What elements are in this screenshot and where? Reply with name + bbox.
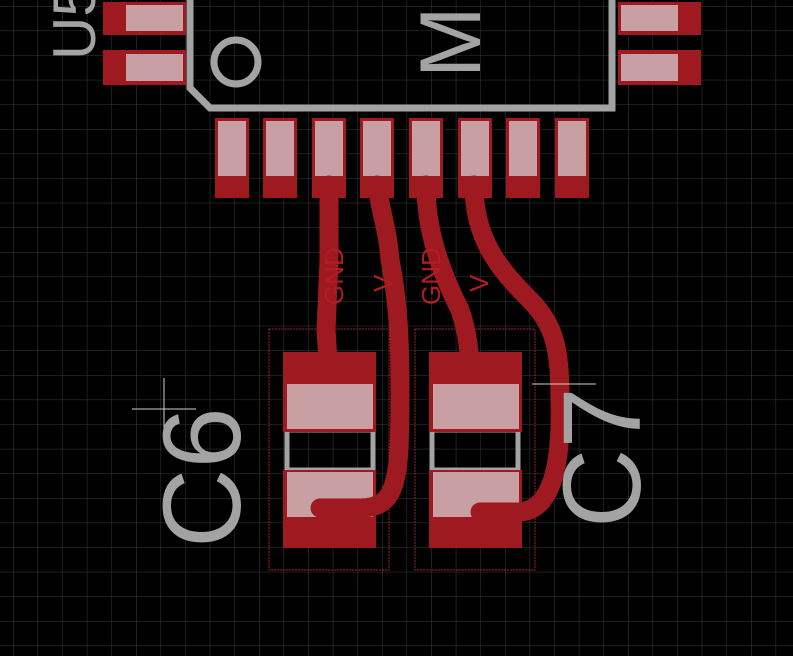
- net-label-gnd-1: GND: [319, 247, 349, 305]
- ic-right-pads[interactable]: [618, 2, 701, 85]
- net-labels: GND V GND V: [319, 247, 494, 305]
- net-label-v-2: V: [464, 274, 494, 292]
- c6-designator-label: C6: [141, 407, 264, 548]
- origin-crosshairs: [132, 378, 596, 440]
- copper-traces[interactable]: [310, 175, 570, 522]
- c7-designator-label: C7: [541, 387, 664, 528]
- net-label-gnd-2: GND: [416, 247, 446, 305]
- ic-silkscreen: [186, 0, 616, 112]
- ic-designator-label: U5: [41, 0, 108, 60]
- net-label-v-1: V: [368, 274, 398, 292]
- ic-name-label: ME: [403, 0, 499, 78]
- ic-left-pads[interactable]: [103, 2, 186, 85]
- ic-bottom-pads[interactable]: [215, 118, 589, 198]
